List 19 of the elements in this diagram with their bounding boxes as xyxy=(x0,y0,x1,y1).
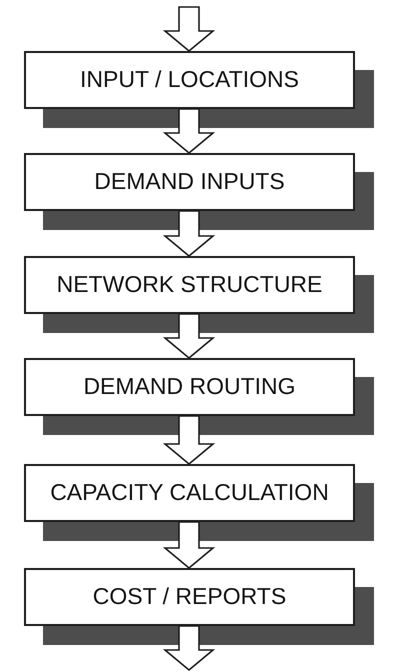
process-box xyxy=(24,153,355,211)
block-arrow xyxy=(162,521,216,570)
step-label: CAPACITY CALCULATION xyxy=(50,480,329,506)
block-arrow xyxy=(162,6,216,52)
block-arrow xyxy=(162,415,216,466)
block-arrow xyxy=(162,210,216,258)
step-label: DEMAND INPUTS xyxy=(94,169,285,195)
process-box xyxy=(24,358,355,416)
step-label: COST / REPORTS xyxy=(92,584,286,610)
step-label: INPUT / LOCATIONS xyxy=(80,67,299,93)
process-box xyxy=(24,256,355,314)
step-label: DEMAND ROUTING xyxy=(83,374,296,400)
block-arrow xyxy=(162,313,216,360)
block-arrow xyxy=(162,625,216,672)
block-arrow xyxy=(162,108,216,154)
process-box xyxy=(24,464,355,522)
process-box xyxy=(24,51,355,109)
process-box xyxy=(24,568,355,626)
step-label: NETWORK STRUCTURE xyxy=(56,272,322,298)
